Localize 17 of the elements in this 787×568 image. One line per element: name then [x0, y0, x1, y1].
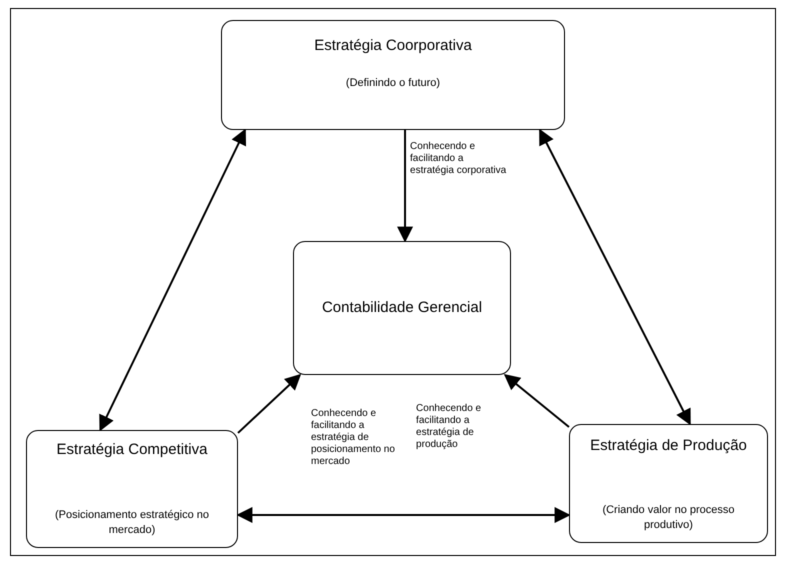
arrow — [504, 374, 570, 428]
rounded-box — [569, 424, 768, 543]
box-subtitle: (Posicionamento estratégico no mercado) — [54, 508, 210, 537]
box-title: Estratégia de Produção — [590, 437, 747, 456]
box-subtitle: (Definindo o futuro) — [346, 76, 440, 90]
arrow — [539, 128, 691, 426]
arrow — [237, 374, 302, 434]
box-title: Estratégia Competitiva — [56, 441, 208, 460]
box-subtitle: (Criando valor no processo produtivo) — [601, 503, 736, 532]
arrow — [236, 506, 571, 524]
arrow — [99, 128, 246, 432]
rounded-box — [293, 241, 511, 375]
rounded-box — [26, 430, 238, 548]
arrow — [397, 130, 414, 243]
box-title: Estratégia Coorporativa — [314, 37, 472, 56]
box-title: Contabilidade Gerencial — [322, 298, 482, 318]
rounded-box — [221, 20, 565, 130]
